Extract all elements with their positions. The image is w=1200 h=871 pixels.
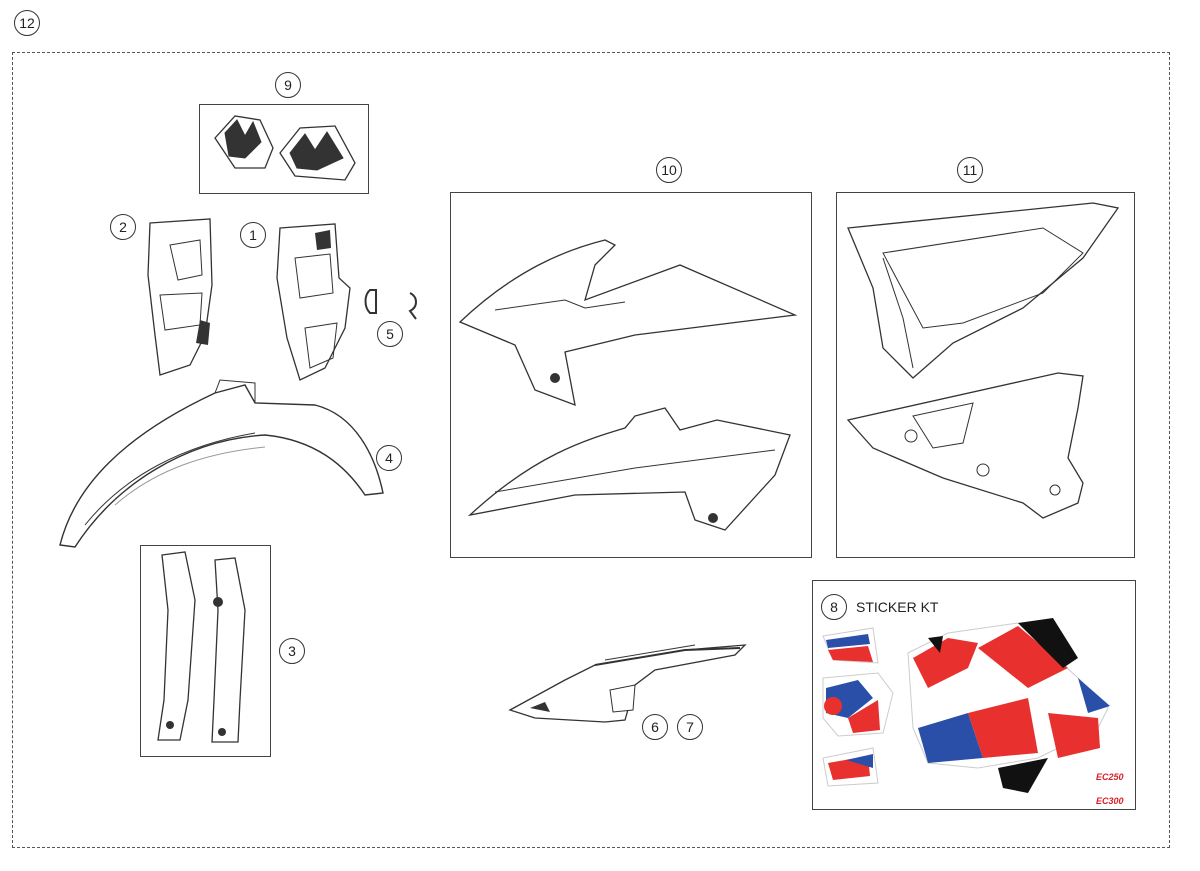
clips-drawing [364, 289, 417, 320]
fork-guards-drawing [157, 551, 246, 743]
radiator-shrouds-drawing [458, 239, 798, 531]
model-label-ec250: EC250 [1096, 772, 1124, 782]
sticker-kit-title: STICKER KT [856, 599, 939, 615]
front-fender-drawing [59, 379, 384, 548]
callout-6: 6 [642, 714, 668, 740]
callout-2: 2 [110, 214, 136, 240]
hand-guards-drawing [214, 115, 356, 181]
callout-5: 5 [377, 321, 403, 347]
sticker-kit-drawing [822, 618, 1110, 793]
callout-8: 8 [821, 594, 847, 620]
model-label-ec300: EC300 [1096, 796, 1124, 806]
part-3-box [140, 545, 271, 757]
callout-12: 12 [14, 10, 40, 36]
part-9-box [199, 104, 369, 194]
part-10-box [450, 192, 812, 558]
callout-1: 1 [240, 222, 266, 248]
callout-3: 3 [279, 638, 305, 664]
rear-fender-drawing [508, 644, 747, 723]
callout-9: 9 [275, 72, 301, 98]
callout-7: 7 [677, 714, 703, 740]
side-panel-1-drawing [276, 223, 351, 381]
side-panel-2-drawing [147, 218, 213, 376]
part-8-box [812, 580, 1136, 810]
side-covers-drawing [846, 202, 1120, 519]
part-11-box [836, 192, 1135, 558]
assembly-frame [12, 52, 1170, 848]
callout-10: 10 [656, 157, 682, 183]
callout-4: 4 [376, 445, 402, 471]
callout-11: 11 [957, 157, 983, 183]
